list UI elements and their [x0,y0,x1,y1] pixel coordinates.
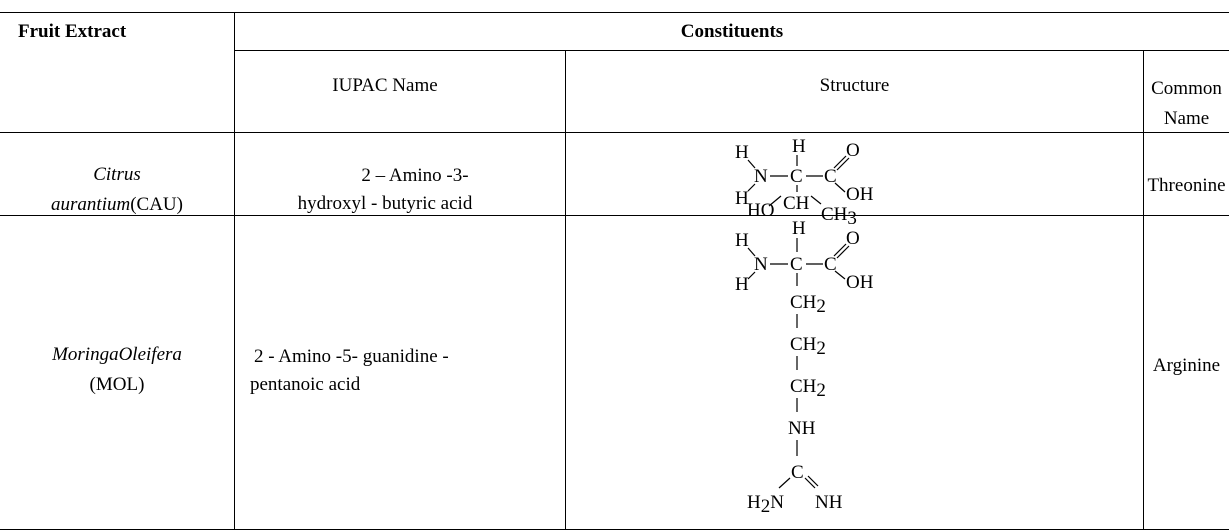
thr-bond-h-n [747,159,756,169]
thr-n: N [754,166,768,187]
row2-iupac-line1: 2 - Amino -5- guanidine - [254,346,449,367]
arg-ch2-b: CH2 [790,334,826,359]
thr-o: O [846,140,860,161]
thr-ch3-main: CH [821,204,848,225]
arg-h2n-h: H [747,492,761,513]
row2-extract-line1: MoringaOleifera [52,344,182,365]
subheader-iupac-name: IUPAC Name [332,75,438,96]
thr-ch: CH [783,193,810,214]
thr-bond-n-h [747,183,756,192]
thr-h-top: H [792,136,806,157]
border-col2-right [565,50,566,530]
arg-ch2-c-main: CH [790,376,817,397]
row1-common-name: Threonine [1147,175,1226,196]
threonine-structure: H H N C C O OH H CH HO CH3 [735,136,874,229]
border-group-bottom [234,50,1229,51]
arginine-structure: H H N C C O OH H CH2 CH2 CH2 NH C H2N NH [735,218,874,517]
row2-iupac-line2: pentanoic acid [250,374,361,395]
subheader-common-name: Common Name [1144,74,1229,134]
row1-iupac-name: 2 – Amino -3- hydroxyl - butyric acid [235,162,535,218]
thr-oh: OH [846,184,874,205]
arg-bond-c3-nh-b [807,475,819,487]
row2-extract-code: (MOL) [89,374,145,395]
thr-c2: C [824,166,837,187]
arg-bond-h-n [747,247,756,257]
border-row1-bottom [0,215,1229,216]
arg-ch2-a-sub: 2 [816,296,826,317]
row1-extract-code: (CAU) [130,194,183,215]
row2-iupac-name: 2 - Amino -5- guanidine - pentanoic acid [250,343,449,399]
thr-ch3: CH3 [821,204,857,229]
arg-bond-c2-o-b [836,245,850,259]
header-constituents: Constituents [680,21,784,42]
arg-c2: C [824,254,837,275]
thr-bond-ch-ch3 [810,195,822,205]
row1-extract-line1: Citrus [93,164,141,185]
thr-bond-c2-oh [834,182,846,193]
header-fruit-extract: Fruit Extract [18,21,127,42]
border-col1-right [234,12,235,530]
arg-h-top-left: H [735,230,749,251]
subheader-common-line1: Common [1151,78,1222,99]
border-subheader-bottom [0,132,1229,133]
arg-bond-n-h [747,271,756,280]
arg-c3: C [791,462,804,483]
thr-bond-c2-o-a [833,155,847,169]
arg-ch2-b-main: CH [790,334,817,355]
arg-h2n-sub: 2 [761,496,771,517]
thr-ch3-sub: 3 [847,208,857,229]
thr-ho: HO [747,200,774,221]
arg-h-top: H [792,218,806,239]
arg-bond-c3-nh-a [804,477,816,489]
arg-nh: NH [788,418,816,439]
row1-iupac-line2: hydroxyl - butyric acid [297,193,473,214]
thr-h-top-left: H [735,142,749,163]
row1-extract-line2: aurantium [51,194,131,215]
thr-bond-ch-ho [768,195,782,207]
arg-o: O [846,228,860,249]
border-col3-right [1143,50,1144,530]
arg-bond-c2-o-a [833,243,847,257]
arg-ch2-a: CH2 [790,292,826,317]
arg-h2n: H2N [747,492,784,517]
border-top [0,12,1229,13]
arg-c1: C [790,254,803,275]
subheader-structure: Structure [819,75,890,96]
row1-iupac-line1: 2 – Amino -3- [361,165,469,186]
arg-h2n-n: N [770,492,784,513]
arg-bond-c3-h2n [778,477,791,489]
arg-ch2-c-sub: 2 [816,380,826,401]
thr-h-bottom-left: H [735,188,749,209]
thr-c1: C [790,166,803,187]
arg-oh: OH [846,272,874,293]
row2-common-name: Arginine [1152,355,1221,376]
row2-fruit-extract: MoringaOleifera (MOL) [0,340,234,400]
arg-h-bottom-left: H [735,274,749,295]
thr-bond-c2-o-b [836,157,850,171]
arg-ch2-b-sub: 2 [816,338,826,359]
arg-ch2-c: CH2 [790,376,826,401]
arg-nh-terminal: NH [815,492,843,513]
arg-n: N [754,254,768,275]
row1-fruit-extract: Citrus aurantium(CAU) [0,160,234,220]
subheader-common-line2: Name [1163,108,1210,129]
arg-bond-c2-oh [834,270,846,280]
arg-ch2-a-main: CH [790,292,817,313]
